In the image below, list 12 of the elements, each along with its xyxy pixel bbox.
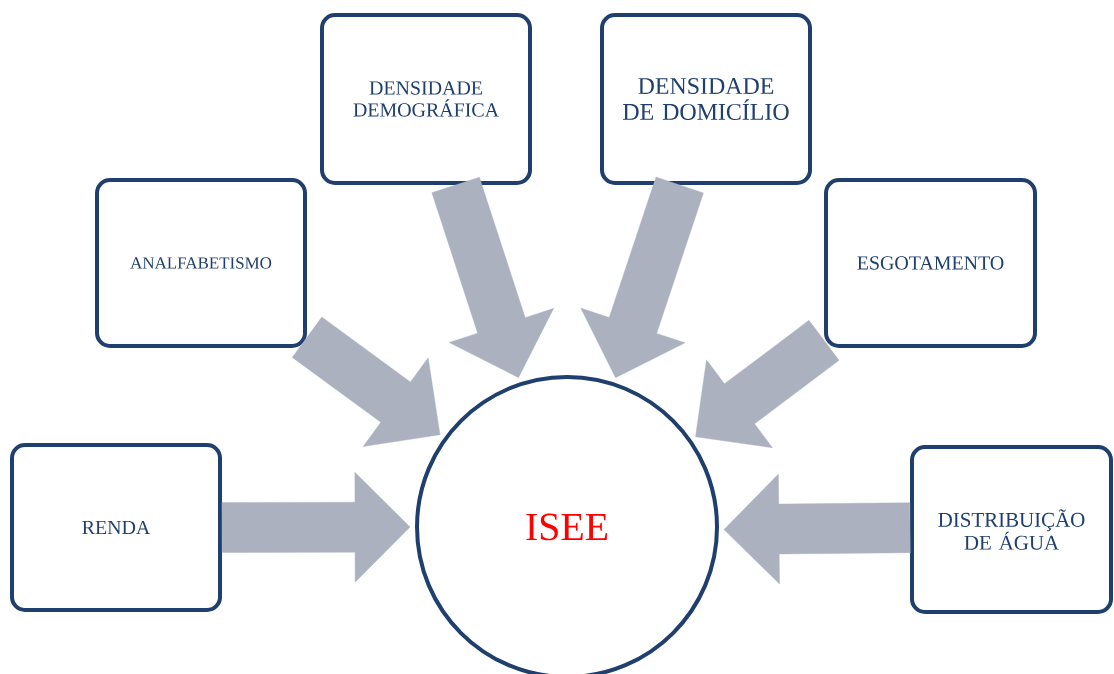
text-box: DENSIDADE DEMOGRÁFICA [320,13,532,185]
block-arrow [695,320,840,448]
block-arrow [221,471,411,583]
block-arrow [431,177,554,378]
text-box: DISTRIBUIÇÃO DE ÁGUA [910,445,1113,614]
block-arrow [723,473,911,585]
block-arrow [292,316,441,447]
text-box: ESGOTAMENTO [824,178,1037,348]
text-box: ANALFABETISMO [95,178,307,348]
block-arrow [580,176,704,378]
text-box: DENSIDADE DE DOMICÍLIO [600,13,812,185]
text-box: RENDA [10,443,222,612]
